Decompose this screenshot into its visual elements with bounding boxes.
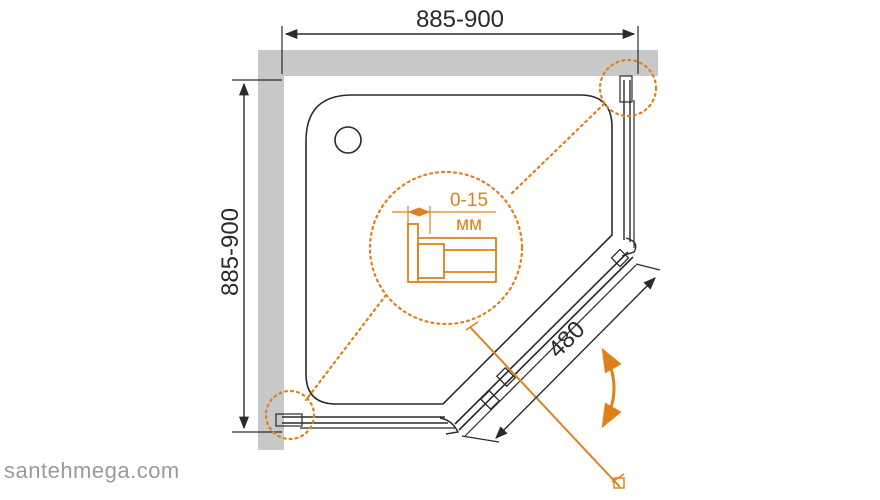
detail-drawing <box>392 206 497 283</box>
door-dimension <box>461 263 661 443</box>
bottom-fixed-panel <box>275 413 460 435</box>
detail-circle-main <box>368 170 524 326</box>
left-wall <box>258 50 284 450</box>
detail-callouts <box>264 58 658 441</box>
swing-arrow <box>601 347 622 429</box>
door-width-label: 480 <box>543 316 590 363</box>
detail-circle-bottom <box>264 389 316 441</box>
top-wall <box>258 50 658 76</box>
detail-circle-top <box>598 58 658 118</box>
depth-label: 885-900 <box>217 208 244 296</box>
drain-icon <box>334 126 362 154</box>
right-fixed-panel <box>619 75 637 257</box>
width-dimension <box>281 26 639 74</box>
width-label: 885-900 <box>416 6 504 33</box>
gap-label: 0-15 <box>450 190 488 211</box>
watermark: santehmega.com <box>4 458 180 483</box>
unit-label: мм <box>456 214 482 235</box>
walls <box>258 50 658 450</box>
